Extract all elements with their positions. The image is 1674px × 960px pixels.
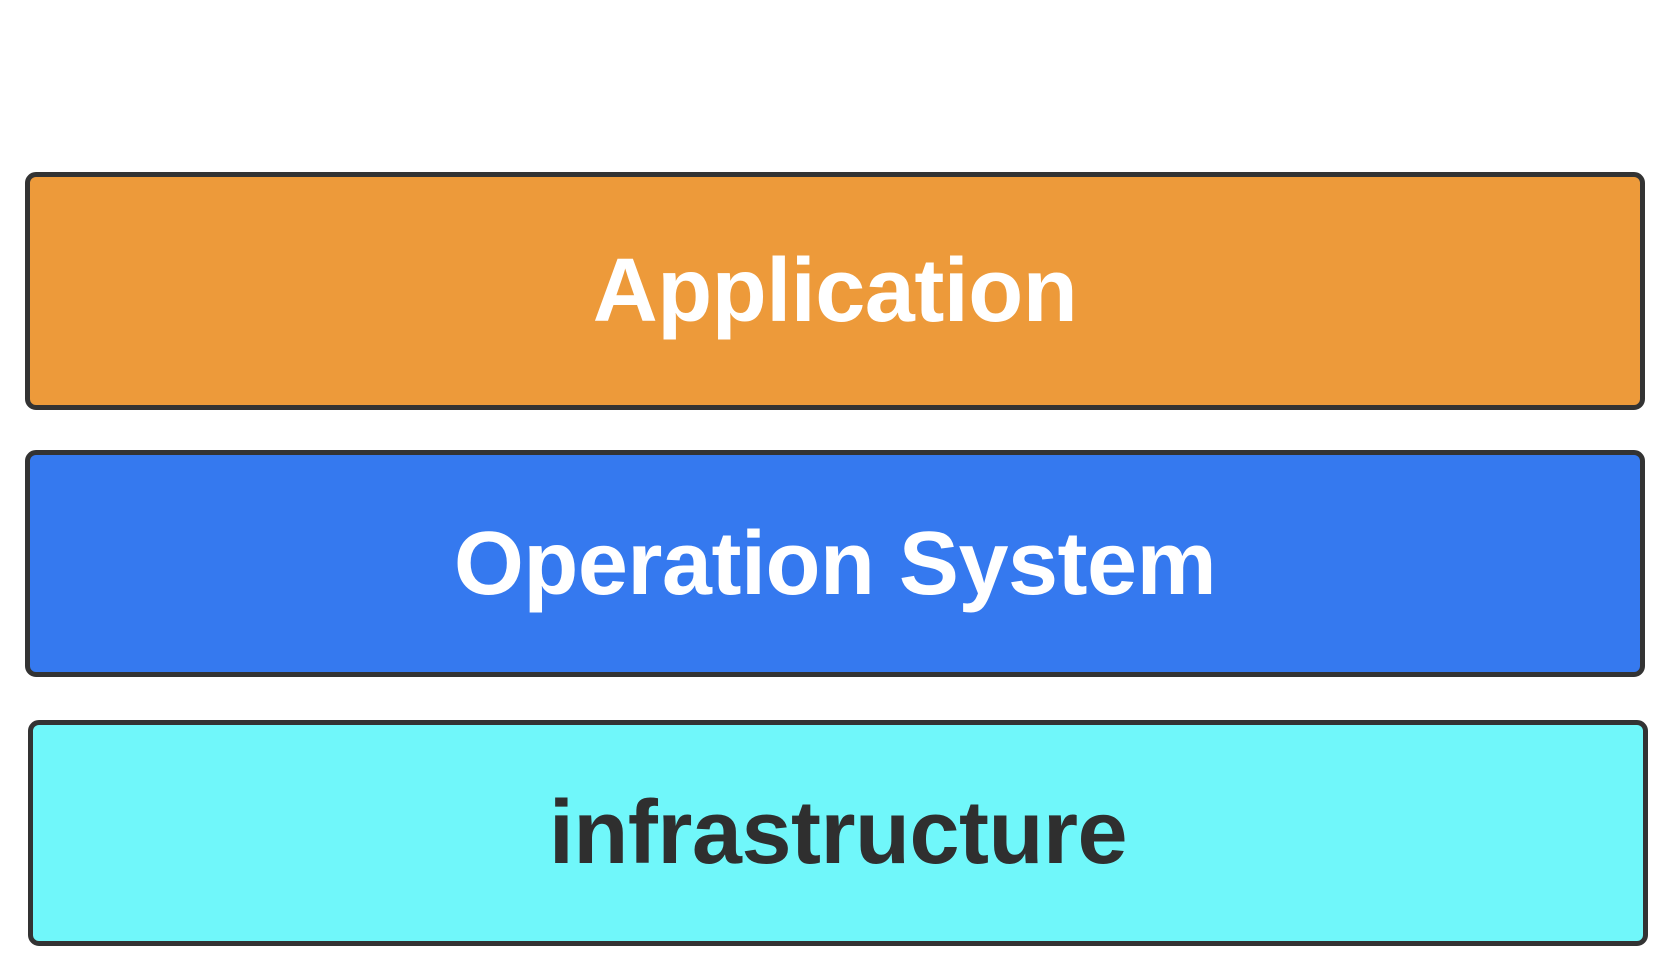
layer-operation-system-label: Operation System xyxy=(453,513,1217,614)
layer-application[interactable]: Application xyxy=(25,172,1645,410)
layer-operation-system[interactable]: Operation System xyxy=(25,450,1645,677)
layer-infrastructure[interactable]: infrastructure xyxy=(28,720,1648,946)
layer-application-label: Application xyxy=(592,241,1078,341)
layer-infrastructure-label: infrastructure xyxy=(548,783,1128,883)
